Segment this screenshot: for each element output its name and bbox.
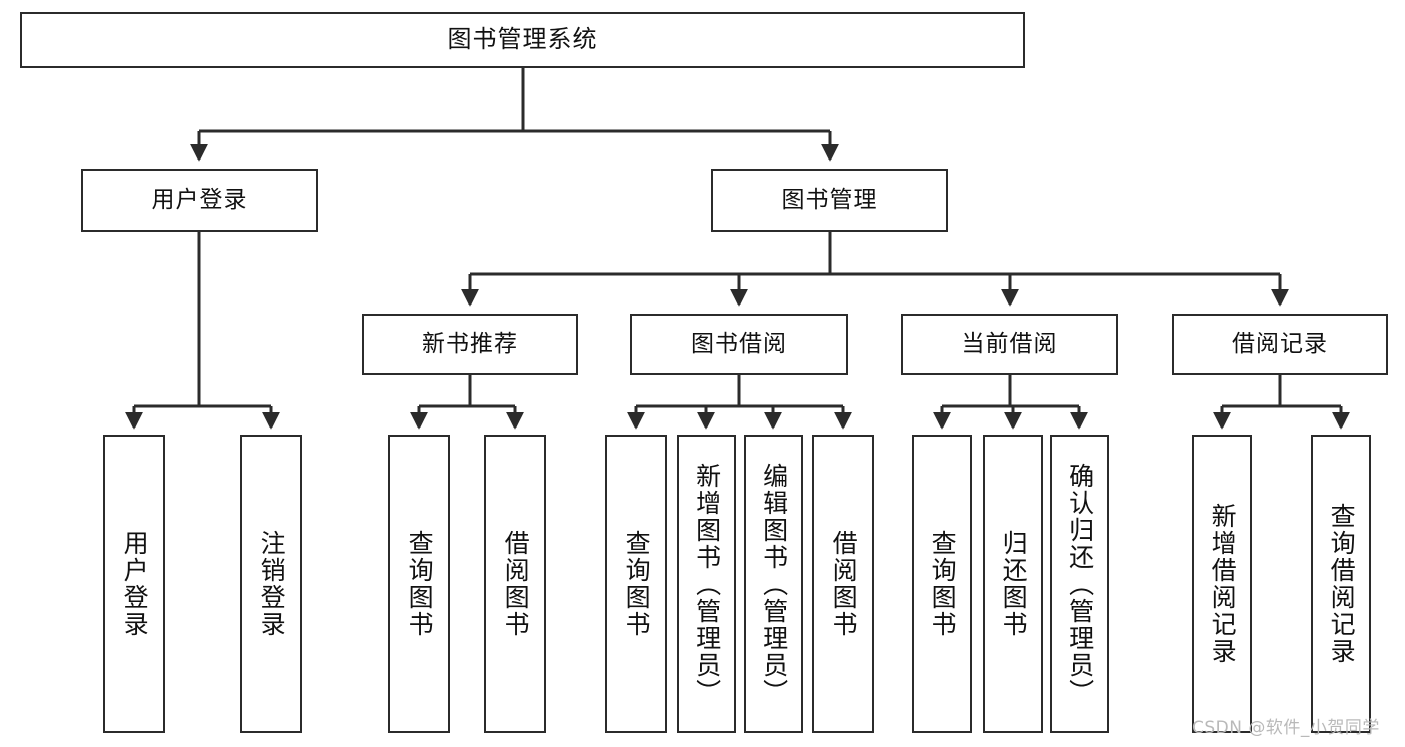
node-borrow-record[interactable]: 借阅记录: [1172, 314, 1388, 375]
node-book-borrow[interactable]: 图书借阅: [630, 314, 848, 375]
node-label: 查询图书: [405, 530, 435, 638]
node-label: 用户登录: [120, 530, 150, 638]
node-label: 新增借阅记录: [1208, 503, 1238, 665]
node-label: 图书管理系统: [447, 25, 598, 54]
leaf-add-borrow-record[interactable]: 新增借阅记录: [1192, 435, 1252, 733]
node-label: 新增图书（管理员）: [692, 462, 722, 706]
leaf-query-book-current[interactable]: 查询图书: [912, 435, 972, 733]
node-label: 编辑图书（管理员）: [759, 462, 789, 706]
leaf-add-book-admin[interactable]: 新增图书（管理员）: [677, 435, 736, 733]
leaf-edit-book-admin[interactable]: 编辑图书（管理员）: [744, 435, 803, 733]
node-label: 借阅图书: [501, 530, 531, 638]
leaf-borrow-book-recommend[interactable]: 借阅图书: [484, 435, 546, 733]
node-label: 当前借阅: [961, 331, 1058, 358]
leaf-user-logout[interactable]: 注销登录: [240, 435, 302, 733]
node-new-book-recommend[interactable]: 新书推荐: [362, 314, 578, 375]
node-label: 确认归还（管理员）: [1065, 462, 1095, 706]
leaf-user-login[interactable]: 用户登录: [103, 435, 165, 733]
node-book-management[interactable]: 图书管理: [711, 169, 948, 232]
node-label: 图书管理: [781, 187, 878, 214]
node-label: 图书借阅: [691, 331, 787, 358]
node-label: 借阅记录: [1232, 331, 1328, 358]
leaf-confirm-return-admin[interactable]: 确认归还（管理员）: [1050, 435, 1109, 733]
node-label: 查询借阅记录: [1327, 503, 1357, 665]
node-label: 查询图书: [622, 530, 652, 638]
leaf-query-book-recommend[interactable]: 查询图书: [388, 435, 450, 733]
leaf-query-borrow-record[interactable]: 查询借阅记录: [1311, 435, 1371, 733]
node-label: 查询图书: [928, 530, 958, 638]
node-label: 借阅图书: [829, 530, 859, 638]
leaf-return-book[interactable]: 归还图书: [983, 435, 1043, 733]
csdn-watermark: CSDN @软件_小贺同学: [1192, 718, 1380, 738]
leaf-query-book-borrow[interactable]: 查询图书: [605, 435, 667, 733]
leaf-borrow-book[interactable]: 借阅图书: [812, 435, 874, 733]
node-label: 注销登录: [257, 530, 287, 638]
node-current-borrow[interactable]: 当前借阅: [901, 314, 1118, 375]
node-label: 新书推荐: [422, 331, 518, 358]
node-root-system[interactable]: 图书管理系统: [20, 12, 1025, 68]
node-label: 用户登录: [151, 187, 248, 214]
node-label: 归还图书: [999, 530, 1029, 638]
node-user-login[interactable]: 用户登录: [81, 169, 318, 232]
